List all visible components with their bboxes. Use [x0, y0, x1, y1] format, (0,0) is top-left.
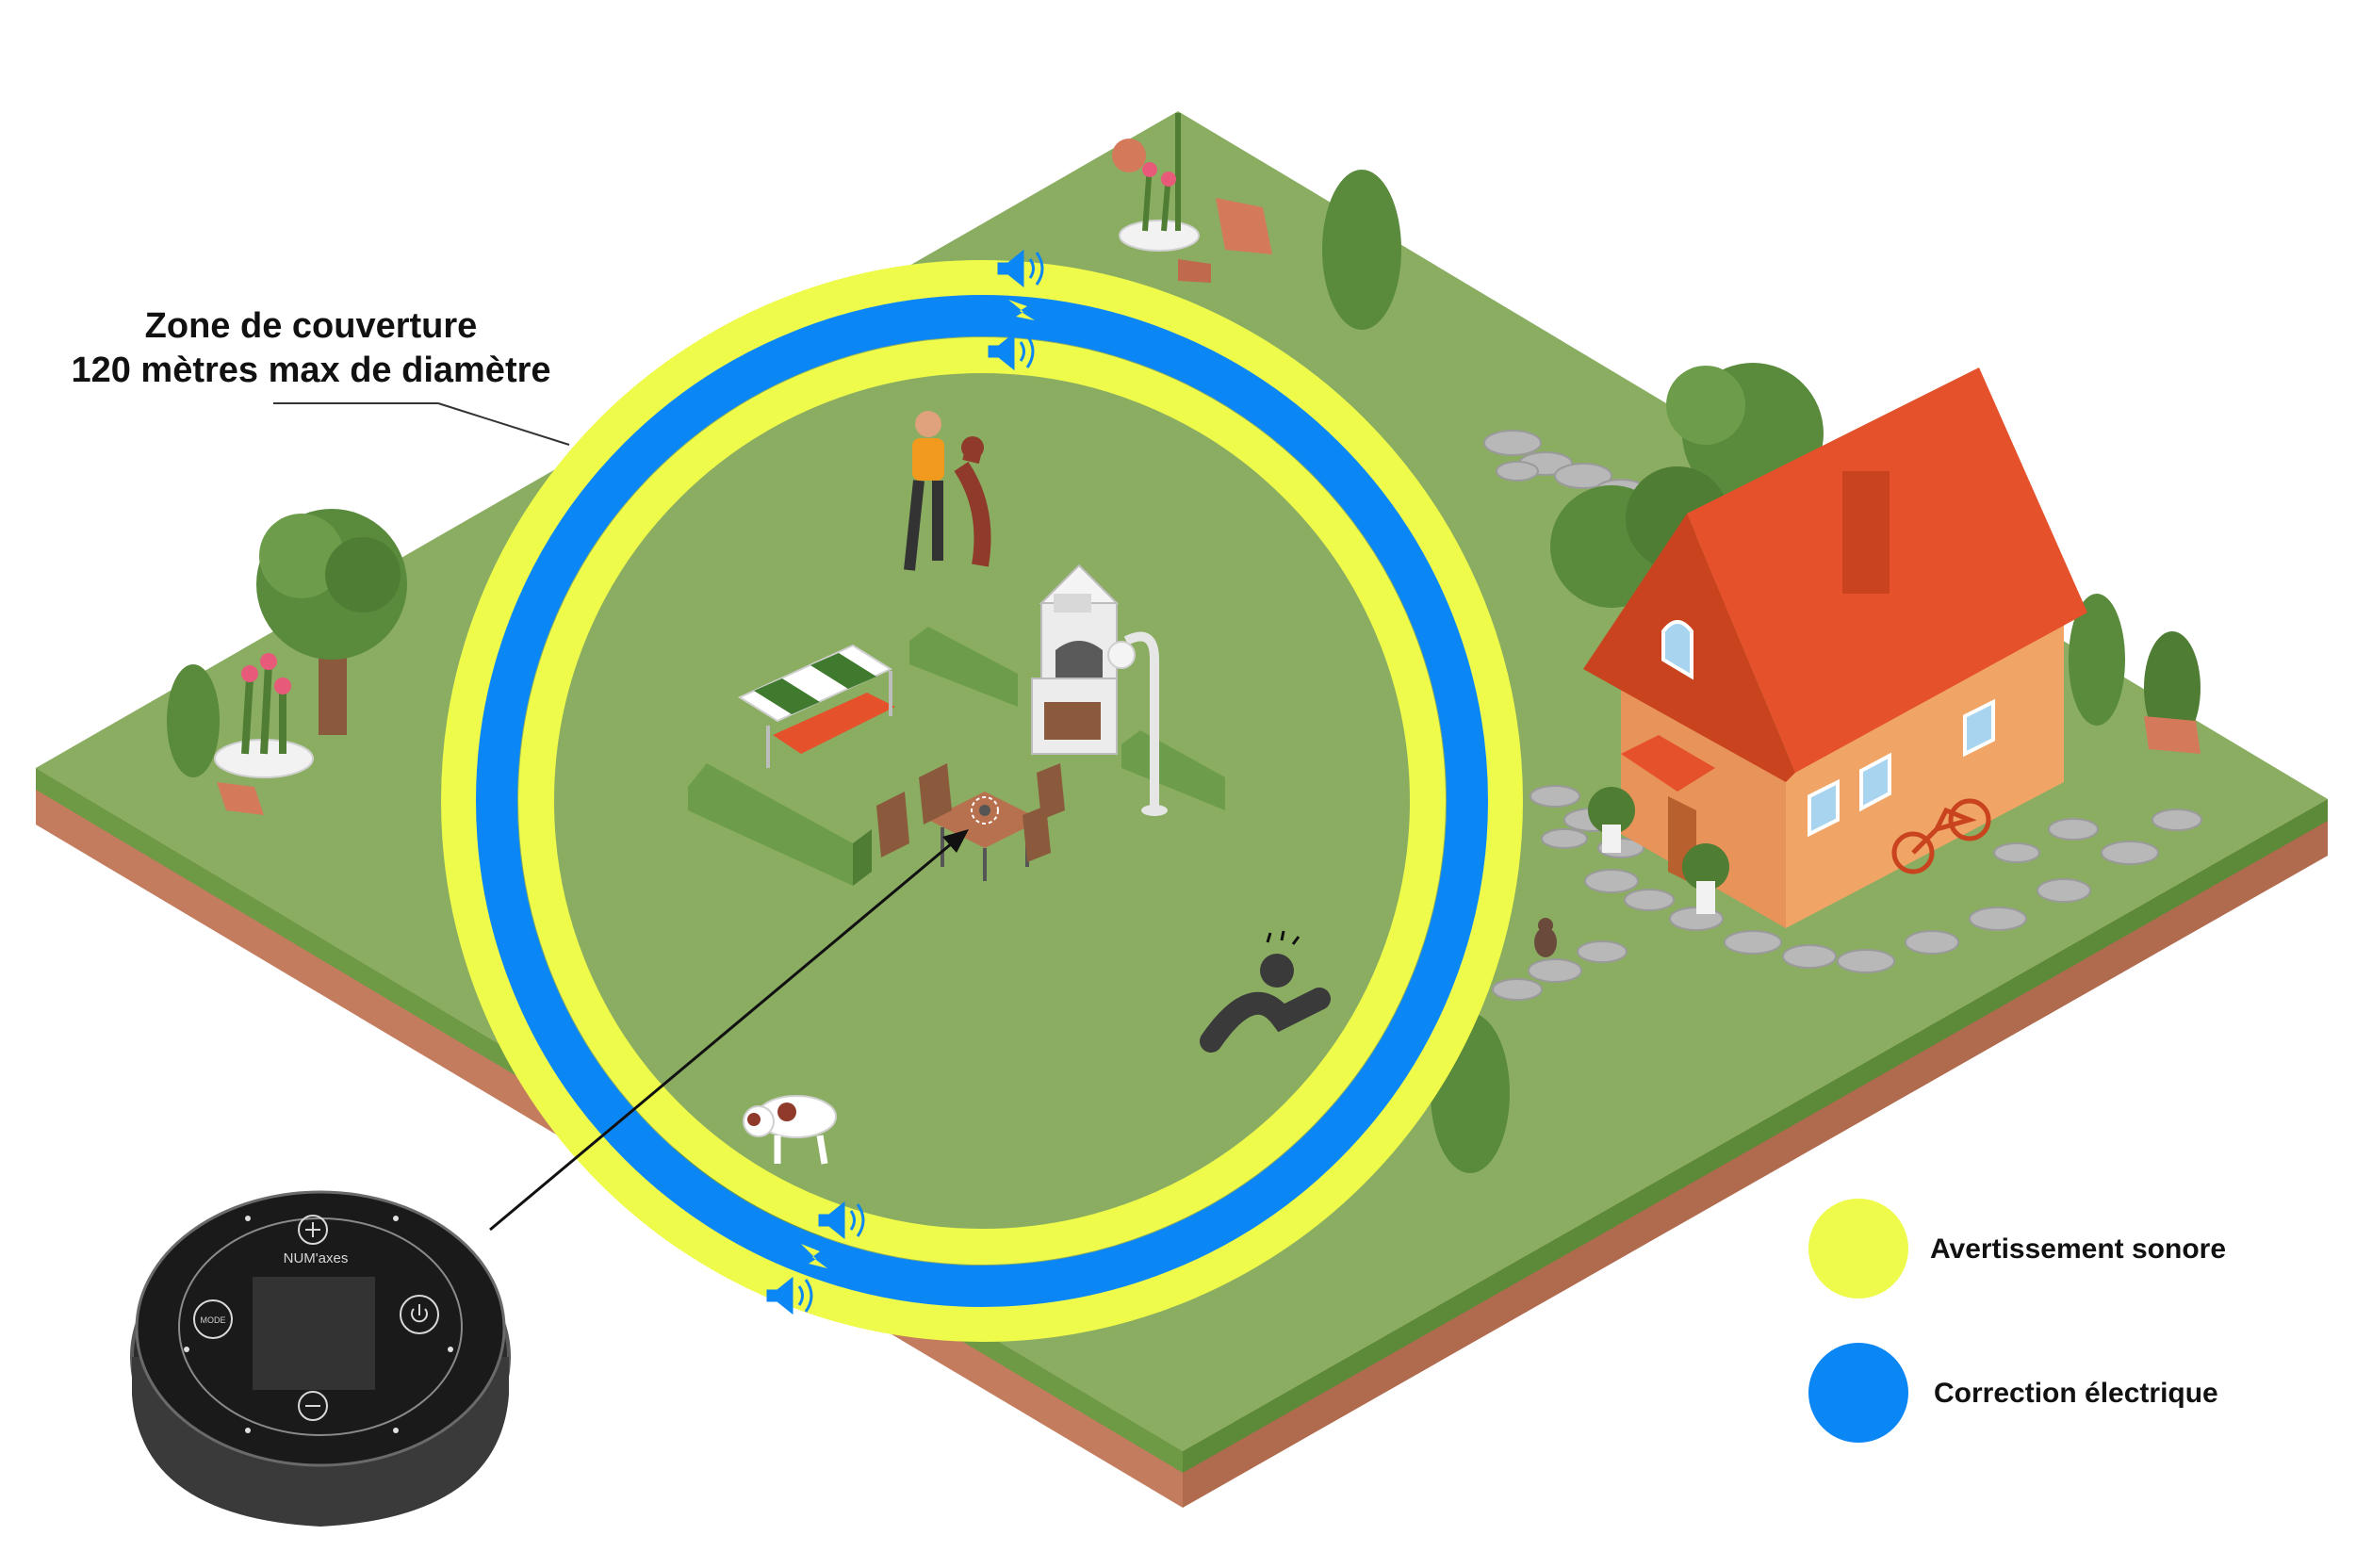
house-side-wall [1786, 617, 2064, 928]
hedge-center [909, 627, 1018, 707]
house [1583, 368, 2087, 928]
hedge-right [1121, 730, 1225, 810]
correction-ring [476, 295, 1488, 1307]
person-with-dog [904, 411, 991, 571]
power-icon [400, 1295, 439, 1334]
dog-white [743, 1095, 837, 1165]
hedge-left [688, 763, 872, 886]
awning-bench [737, 644, 895, 768]
house-windows [1661, 620, 1995, 838]
flower-bed-top [1112, 113, 1272, 283]
outdoor-oven [1031, 564, 1120, 755]
device-plus-button [298, 1215, 328, 1245]
lightning-icon-bottom [801, 1244, 827, 1268]
device-screen [253, 1277, 375, 1390]
speaker-icon-top-inner [988, 332, 1035, 371]
tree-left [256, 509, 407, 735]
dog-black [1200, 930, 1331, 1053]
device-brand-label: NUM'axes [284, 1250, 349, 1266]
house-front-wall [1621, 669, 1786, 928]
bush-left [167, 664, 220, 777]
title-leader-line [437, 402, 570, 446]
legend-swatch-correction [1808, 1343, 1908, 1443]
coverage-title-line1: Zone de couverture [145, 306, 478, 346]
grass-edge-right [1183, 799, 2328, 1473]
legend-label-correction: Correction électrique [1934, 1378, 2218, 1409]
device-minus-button [298, 1391, 328, 1421]
legend: Avertissement sonore Correction électriq… [1808, 1199, 2226, 1443]
lightning-icon-top [1008, 300, 1035, 320]
legend-swatch-warning [1808, 1199, 1908, 1298]
garden-lamp [1107, 631, 1168, 816]
cat [1534, 918, 1557, 957]
potted-plants [1588, 787, 1729, 914]
coverage-title-line2: 120 mètres max de diamètre [71, 351, 550, 390]
speaker-icon-top-outer [997, 249, 1044, 288]
coverage-title: Zone de couverture 120 mètres max de dia… [71, 306, 570, 446]
door-canopy [1621, 735, 1715, 792]
speaker-icon-bottom-inner [818, 1200, 865, 1240]
tree-top-right [1322, 170, 1401, 330]
speaker-icon-bottom-outer [766, 1276, 813, 1315]
device-arrow [489, 829, 969, 1232]
patio-chairs [876, 763, 1065, 862]
coverage-zone [441, 260, 1523, 1342]
warning-ring-outer [441, 260, 1523, 1342]
flower-bed-left [214, 653, 314, 815]
device-mode-label: MODE [201, 1315, 226, 1325]
warning-ring-inner [518, 337, 1446, 1265]
device-mode-button: MODE [193, 1299, 233, 1339]
chimney [1842, 471, 1890, 594]
base-station-device: NUM'axes MODE [130, 1190, 511, 1527]
device-indicator-dots [184, 1216, 453, 1433]
bush-right-house [2069, 594, 2201, 754]
legend-label-warning: Avertissement sonore [1930, 1233, 2226, 1265]
bicycle [1891, 798, 1991, 874]
